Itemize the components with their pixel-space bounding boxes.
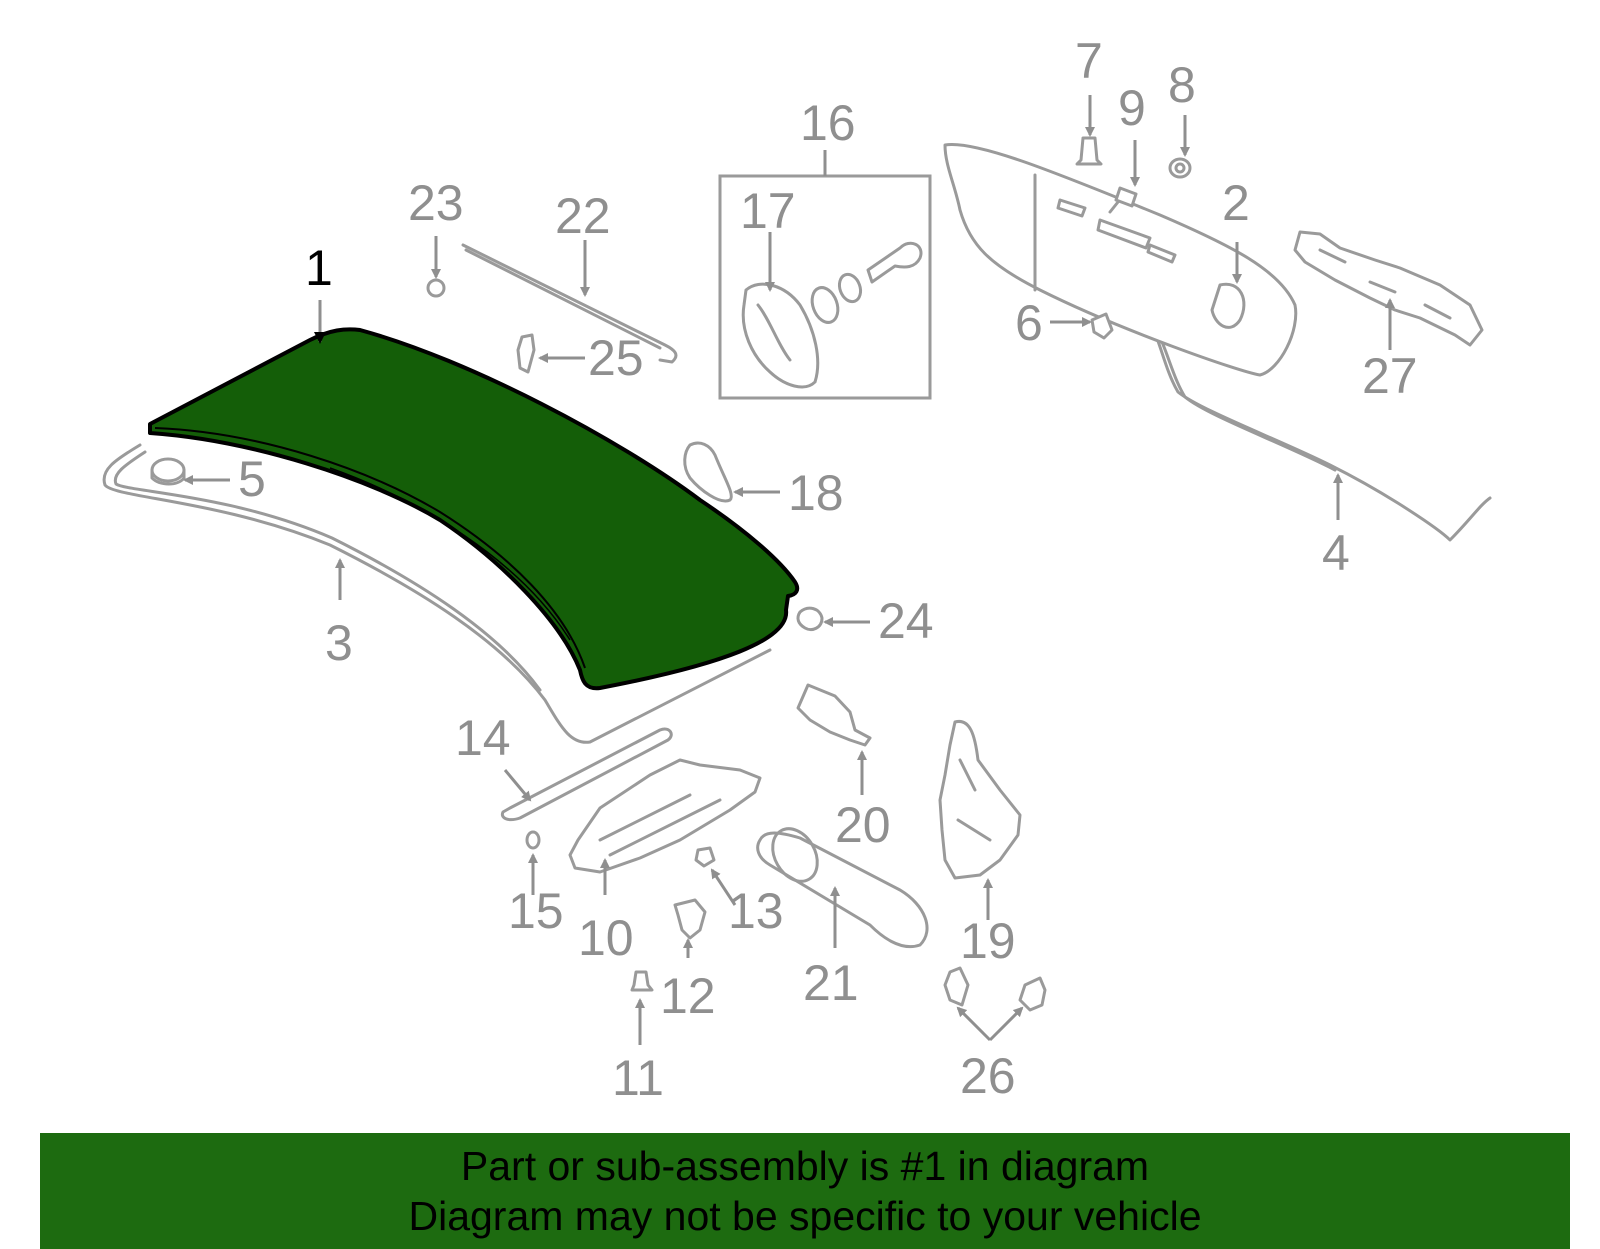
part-3-weatherstrip[interactable] (102, 443, 772, 744)
banner-line-2: Diagram may not be specific to your vehi… (408, 1193, 1202, 1239)
callout-18[interactable]: 18 (788, 465, 844, 521)
callout-26[interactable]: 26 (960, 1048, 1016, 1104)
part-19-latch[interactable] (938, 719, 1022, 880)
part-6-clip[interactable] (1090, 312, 1114, 340)
callout-21[interactable]: 21 (803, 955, 859, 1011)
callout-11[interactable]: 11 (612, 1050, 664, 1106)
callout-1[interactable]: 1 (305, 240, 333, 296)
part-2-finish-panel[interactable] (943, 142, 1298, 377)
leader-lines (183, 95, 1395, 1045)
callout-4[interactable]: 4 (1322, 525, 1350, 581)
callout-2[interactable]: 2 (1222, 175, 1250, 231)
callout-22[interactable]: 22 (555, 188, 611, 244)
callout-9[interactable]: 9 (1118, 80, 1146, 136)
callout-23[interactable]: 23 (408, 175, 464, 231)
part-4-release-cable[interactable] (1148, 320, 1492, 542)
callout-17[interactable]: 17 (740, 183, 796, 239)
part-16-lock-cylinder-kit[interactable] (718, 150, 932, 400)
part-5-bumper[interactable] (150, 457, 186, 486)
callout-16[interactable]: 16 (800, 95, 856, 151)
part-7-clip[interactable] (1075, 136, 1103, 166)
callout-20[interactable]: 20 (835, 797, 891, 853)
part-11-bolt[interactable] (630, 970, 654, 992)
part-21-latch-housing[interactable] (756, 821, 929, 949)
callout-15[interactable]: 15 (508, 883, 564, 939)
callout-13[interactable]: 13 (728, 883, 784, 939)
callout-labels: 1 2 3 4 5 6 7 8 9 10 11 12 13 14 15 16 1… (238, 33, 1418, 1106)
callout-24[interactable]: 24 (878, 593, 934, 649)
part-1-trunk-lid[interactable] (148, 327, 800, 691)
part-13-nut[interactable] (694, 846, 716, 868)
callout-14[interactable]: 14 (455, 710, 511, 766)
part-15-clip[interactable] (525, 830, 541, 850)
callout-12[interactable]: 12 (660, 968, 716, 1024)
callout-25[interactable]: 25 (588, 330, 644, 386)
info-banner: Part or sub-assembly is #1 in diagram Di… (40, 1133, 1570, 1249)
callout-3[interactable]: 3 (325, 615, 353, 671)
callout-8[interactable]: 8 (1168, 57, 1196, 113)
part-25-clip[interactable] (516, 333, 536, 374)
part-14-support-strut[interactable] (500, 727, 673, 822)
callout-5[interactable]: 5 (238, 451, 266, 507)
callout-19[interactable]: 19 (960, 913, 1016, 969)
part-18-bracket[interactable] (683, 441, 733, 503)
callout-6[interactable]: 6 (1015, 295, 1043, 351)
part-22-torsion-rod[interactable] (461, 243, 678, 364)
part-20-bracket[interactable] (796, 683, 872, 747)
part-23-grommet[interactable] (426, 278, 446, 298)
callout-10[interactable]: 10 (578, 910, 634, 966)
part-8-nut[interactable] (1168, 157, 1192, 179)
part-26-clips[interactable] (943, 966, 1047, 1012)
part-12-bracket[interactable] (673, 898, 707, 940)
callout-7[interactable]: 7 (1075, 33, 1103, 89)
part-27-reinforcement[interactable] (1293, 230, 1484, 347)
part-9-screw[interactable] (1108, 186, 1138, 214)
callout-27[interactable]: 27 (1362, 348, 1418, 404)
part-17-lock-cylinder[interactable] (741, 241, 923, 389)
banner-line-1: Part or sub-assembly is #1 in diagram (460, 1143, 1150, 1189)
part-24-bumper[interactable] (796, 606, 824, 632)
part-10-hinge[interactable] (568, 758, 762, 874)
